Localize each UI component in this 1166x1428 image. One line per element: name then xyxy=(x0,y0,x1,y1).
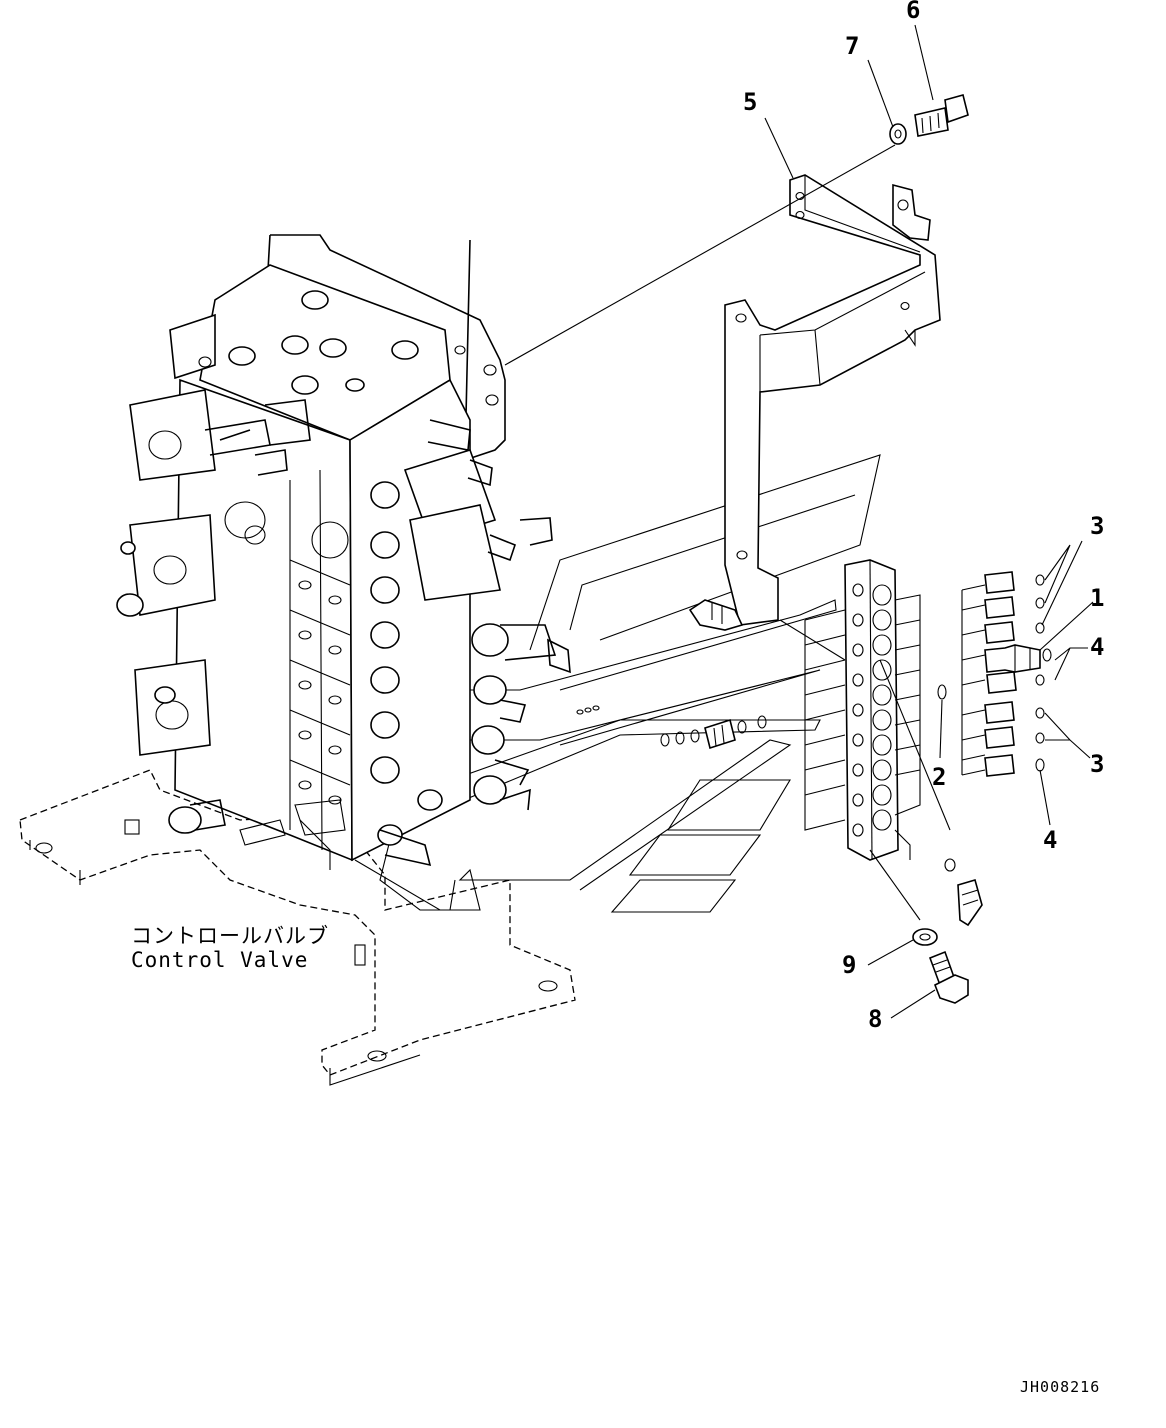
caption-english: Control Valve xyxy=(131,948,308,972)
leader-bracket-mount xyxy=(504,144,896,366)
callout-3-lower: 3 xyxy=(1090,750,1104,778)
callout-5: 5 xyxy=(743,88,757,116)
callout-7: 7 xyxy=(845,32,859,60)
bracket-drawing xyxy=(688,174,941,631)
bolt-drawing xyxy=(914,94,969,137)
washer-drawing xyxy=(889,123,907,145)
callout-4-upper: 4 xyxy=(1090,633,1104,661)
fitting-drawing xyxy=(961,571,1041,777)
callout-leaders xyxy=(764,24,1094,1019)
fitting-drawing xyxy=(660,715,767,750)
control-valve-drawing xyxy=(19,234,600,1086)
document-id: JH008216 xyxy=(1020,1378,1100,1396)
caption-japanese: コントロールバルブ xyxy=(131,924,329,948)
callout-3-upper: 3 xyxy=(1090,512,1104,540)
manifold-block-drawing xyxy=(779,559,951,921)
callout-6: 6 xyxy=(906,0,920,24)
callout-1: 1 xyxy=(1090,584,1104,612)
callout-9: 9 xyxy=(842,951,856,979)
callout-4-lower: 4 xyxy=(1043,826,1057,854)
fitting-drawing xyxy=(944,858,983,927)
washer-drawing xyxy=(912,928,938,946)
bolt-drawing xyxy=(928,950,969,1004)
callout-8: 8 xyxy=(868,1005,882,1033)
callout-2: 2 xyxy=(932,763,946,791)
